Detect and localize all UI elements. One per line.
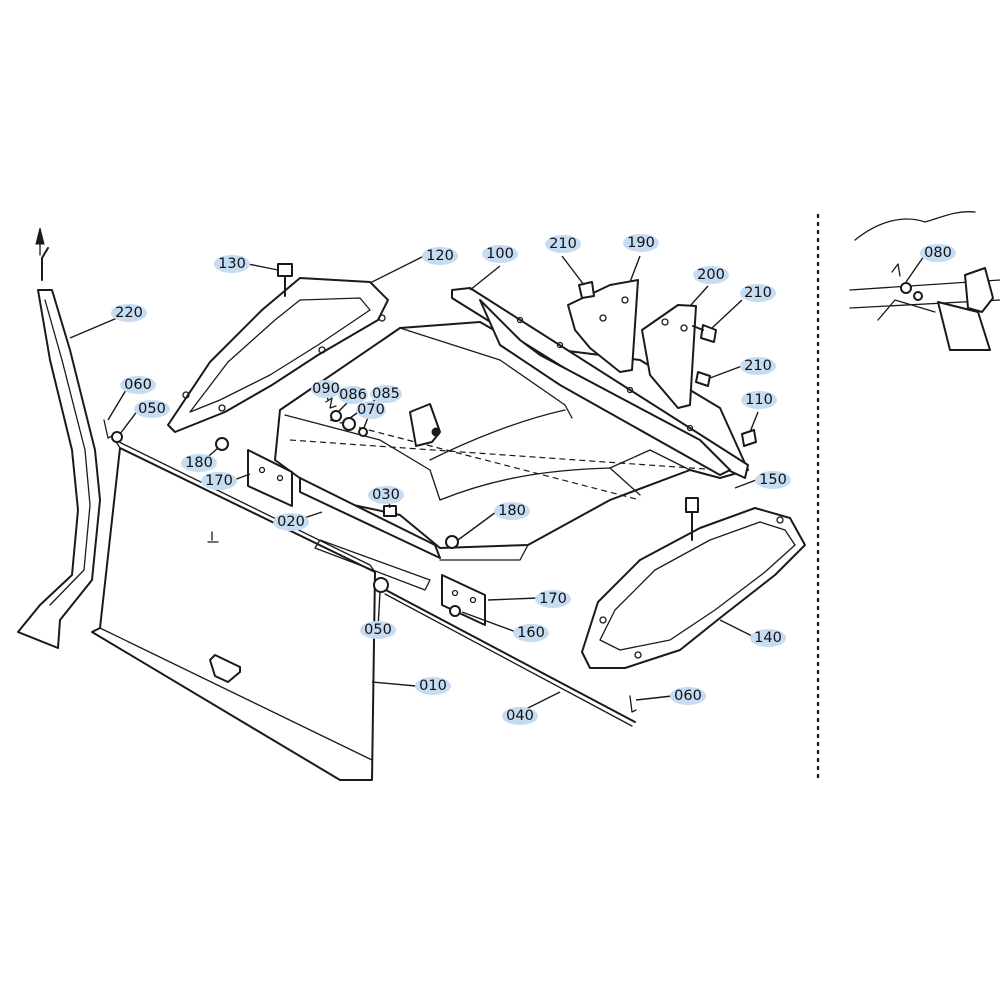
svg-text:060: 060 [124,377,152,393]
label-160: 160 [513,624,549,642]
bracket-200 [641,304,697,409]
svg-text:010: 010 [419,678,447,694]
label-180-left: 180 [181,454,217,472]
label-150: 150 [755,471,791,489]
label-190: 190 [623,234,659,252]
svg-text:180: 180 [498,503,526,519]
svg-text:100: 100 [486,246,514,262]
svg-text:180: 180 [185,455,213,471]
svg-text:110: 110 [745,392,773,408]
label-180-right: 180 [494,502,530,520]
svg-text:085: 085 [372,386,400,402]
support-strip-220 [17,227,101,649]
svg-text:210: 210 [549,236,577,252]
svg-text:080: 080 [924,245,952,261]
svg-text:070: 070 [357,402,385,418]
label-170-right: 170 [535,590,571,608]
label-210-top: 210 [545,235,581,253]
long-pin-040 [381,587,636,727]
inset-detail [849,211,1000,351]
label-060-left: 060 [120,376,156,394]
latch-070 [409,403,441,447]
svg-text:140: 140 [754,630,782,646]
svg-text:170: 170 [539,591,567,607]
svg-text:210: 210 [744,358,772,374]
svg-text:086: 086 [339,387,367,403]
label-130: 130 [214,255,250,273]
svg-text:050: 050 [138,401,166,417]
label-170-left: 170 [201,472,237,490]
svg-text:030: 030 [372,487,400,503]
label-030: 030 [368,486,404,504]
label-086: 086 [338,386,368,404]
plate-170-left [247,449,293,507]
label-080: 080 [920,244,956,262]
label-060-right: 060 [670,687,706,705]
svg-text:130: 130 [218,256,246,272]
label-020: 020 [273,513,309,531]
bracket-190 [567,279,639,373]
svg-text:040: 040 [506,708,534,724]
svg-text:020: 020 [277,514,305,530]
svg-text:060: 060 [674,688,702,704]
label-140: 140 [750,629,786,647]
svg-text:190: 190 [627,235,655,251]
svg-text:220: 220 [115,305,143,321]
plate-170-right [441,574,486,626]
label-100: 100 [482,245,518,263]
svg-text:090: 090 [312,381,340,397]
label-040: 040 [502,707,538,725]
label-110: 110 [741,391,777,409]
svg-text:200: 200 [697,267,725,283]
svg-text:170: 170 [205,473,233,489]
label-200: 200 [693,266,729,284]
svg-text:120: 120 [426,248,454,264]
svg-text:150: 150 [759,472,787,488]
side-shield-120 [167,277,389,433]
label-070: 070 [356,401,386,419]
svg-text:050: 050 [364,622,392,638]
label-085: 085 [370,385,402,403]
hardware-fasteners [103,263,757,713]
side-shield-140 [581,507,806,669]
label-220: 220 [111,304,147,322]
label-120: 120 [422,247,458,265]
hinge-rod-020 [299,477,441,591]
callout-labels: 220 130 120 100 210 190 200 210 210 110 … [111,234,956,725]
svg-text:210: 210 [744,285,772,301]
label-210-mid: 210 [740,284,776,302]
flap-panel-010 [91,439,376,781]
label-010: 010 [415,677,451,695]
label-090: 090 [311,380,341,398]
label-210-low: 210 [740,357,776,375]
svg-text:160: 160 [517,625,545,641]
bracket-bar-100 [451,287,749,479]
label-050-right: 050 [360,621,396,639]
label-050-left: 050 [134,400,170,418]
